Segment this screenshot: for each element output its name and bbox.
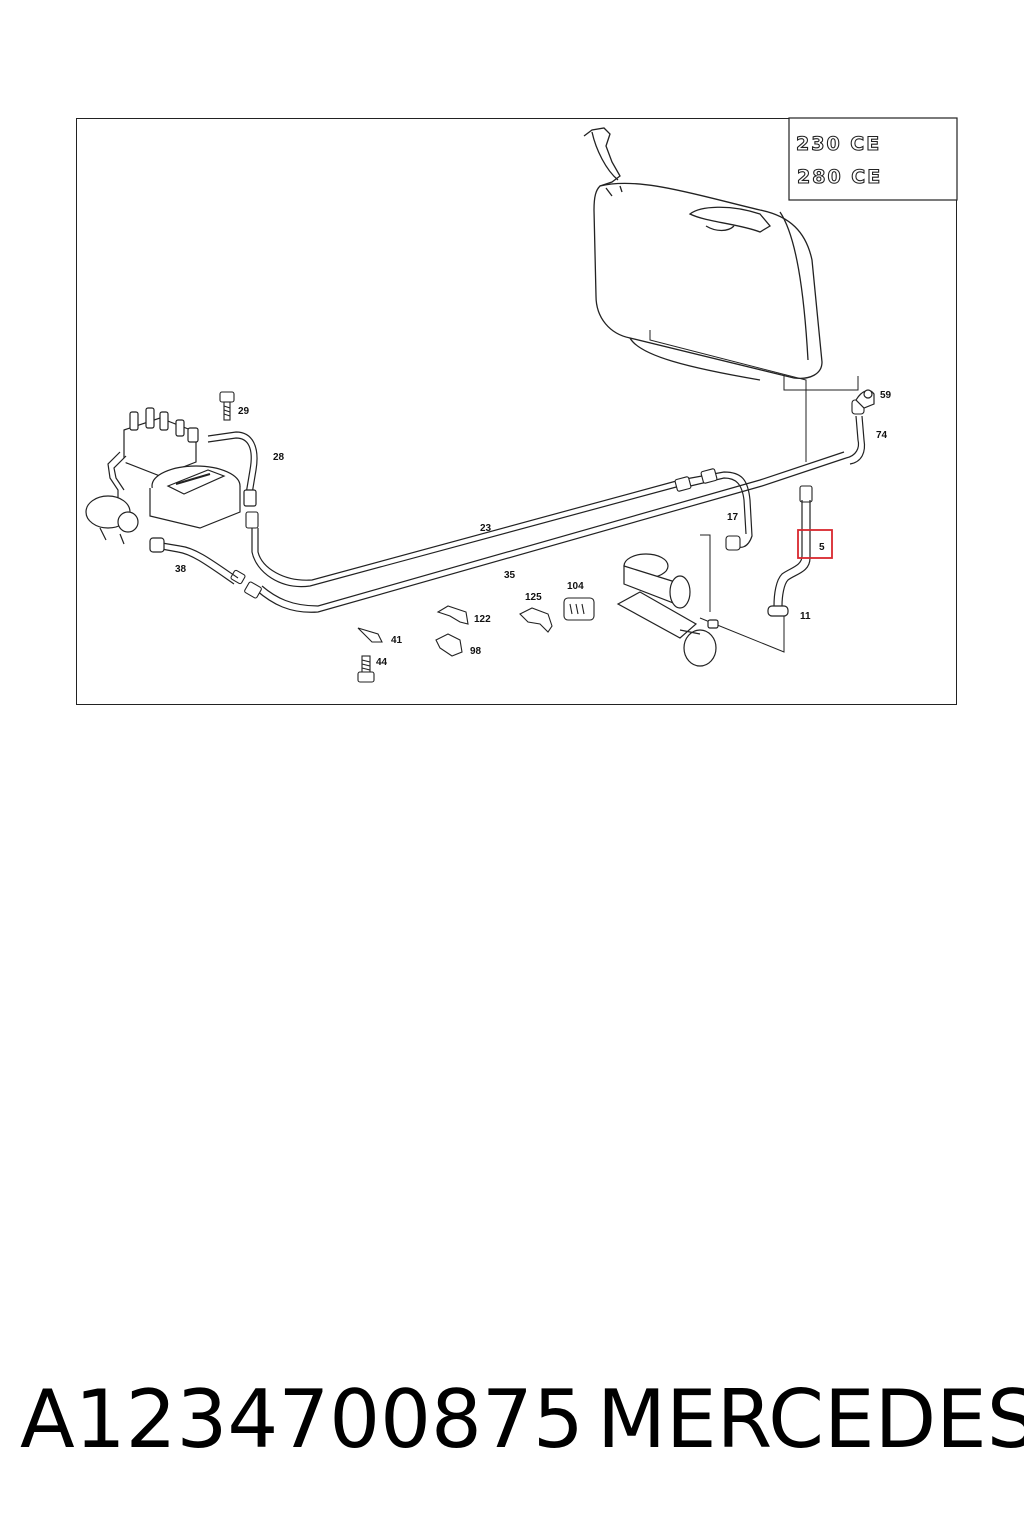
callout-41: 41 (391, 635, 403, 646)
highlight-box (797, 529, 833, 559)
callout-98: 98 (470, 646, 482, 657)
callout-28: 28 (273, 452, 285, 463)
callout-74: 74 (876, 430, 888, 441)
callout-11: 11 (800, 611, 811, 622)
line-38 (149, 537, 239, 585)
line-fittings (230, 399, 865, 599)
callout-labels: 29 28 23 35 38 17 5 11 59 74 41 44 122 9… (175, 390, 892, 668)
fuel-tank (583, 127, 823, 381)
callout-59: 59 (880, 390, 892, 401)
callout-5: 5 (819, 542, 825, 553)
part-number: A1234700875 (20, 1373, 584, 1466)
callout-35: 35 (504, 570, 516, 581)
bolt-29 (219, 391, 235, 421)
callout-44: 44 (376, 657, 388, 668)
small-parts (357, 597, 595, 683)
callout-17: 17 (727, 512, 739, 523)
hose-74 (855, 389, 875, 409)
brand-name: MERCEDES (597, 1373, 1024, 1466)
callout-29: 29 (238, 406, 250, 417)
callout-104: 104 (567, 581, 584, 592)
model-label-230ce: 230 CE (796, 133, 881, 155)
callout-125: 125 (525, 592, 542, 603)
diagram-frame (76, 118, 957, 705)
fuel-distributor (85, 407, 241, 545)
callout-122: 122 (474, 614, 491, 625)
leader-lines (649, 330, 859, 653)
model-badge: 230 CE 280 CE (788, 117, 958, 201)
fuel-pump-filter (616, 553, 719, 667)
line-28 (207, 431, 258, 507)
callout-38: 38 (175, 564, 187, 575)
model-label-280ce: 280 CE (797, 166, 882, 188)
fuel-lines (251, 415, 866, 613)
footer: A1234700875 MERCEDES (0, 1370, 1024, 1470)
hose-5 (767, 500, 811, 617)
fuel-system-diagram: 230 CE 280 CE (85, 117, 958, 683)
callout-23: 23 (480, 523, 492, 534)
